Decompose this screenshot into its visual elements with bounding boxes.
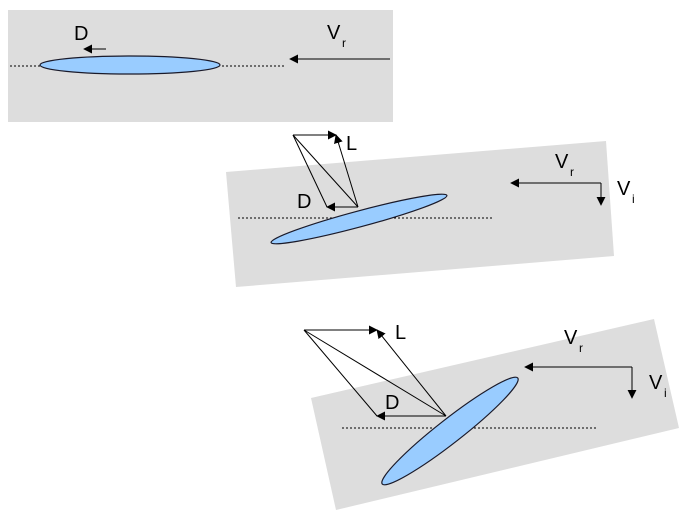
panel-3-induced-velocity-label: V: [649, 372, 663, 394]
panel-2-resultant-line: [292, 134, 359, 208]
panel-3: L D V r V i: [303, 319, 679, 510]
panel-3-lift-arrow: [376, 329, 447, 417]
panel-2-drag-label: D: [297, 191, 311, 213]
panel-2-lift-label: L: [346, 133, 357, 155]
panel-3-induced-velocity-subscript: i: [664, 386, 667, 400]
panel-1-relative-wind-label: V: [327, 22, 341, 44]
panel-1-relative-wind-subscript: r: [342, 36, 346, 50]
panel-2-lift-arrow: [334, 134, 359, 208]
panel-3-drag-label: D: [385, 392, 399, 414]
panel-3-relative-wind-label: V: [564, 327, 578, 349]
panel-2: L D V r V i: [226, 130, 635, 287]
panel-3-lift-label: L: [395, 322, 406, 344]
panel-2-induced-velocity-label: V: [617, 178, 631, 200]
panel-2-relative-wind-label: V: [555, 151, 569, 173]
panel-3-relative-wind-subscript: r: [579, 341, 583, 355]
panel-1: D V r: [8, 10, 393, 122]
panel-2-relative-wind-subscript: r: [570, 165, 574, 179]
panel-2-drag-parallel: [292, 134, 328, 208]
panel-3-airfoil: [381, 376, 519, 486]
panel-2-induced-velocity-subscript: i: [632, 192, 635, 206]
panel-2-background: [226, 141, 614, 287]
panel-3-background: [311, 319, 679, 510]
panel-2-airfoil: [270, 193, 448, 245]
panel-1-airfoil: [39, 55, 221, 75]
panel-3-resultant-line: [303, 329, 447, 417]
panel-1-drag-label: D: [74, 23, 88, 45]
panel-3-drag-parallel: [303, 329, 378, 417]
